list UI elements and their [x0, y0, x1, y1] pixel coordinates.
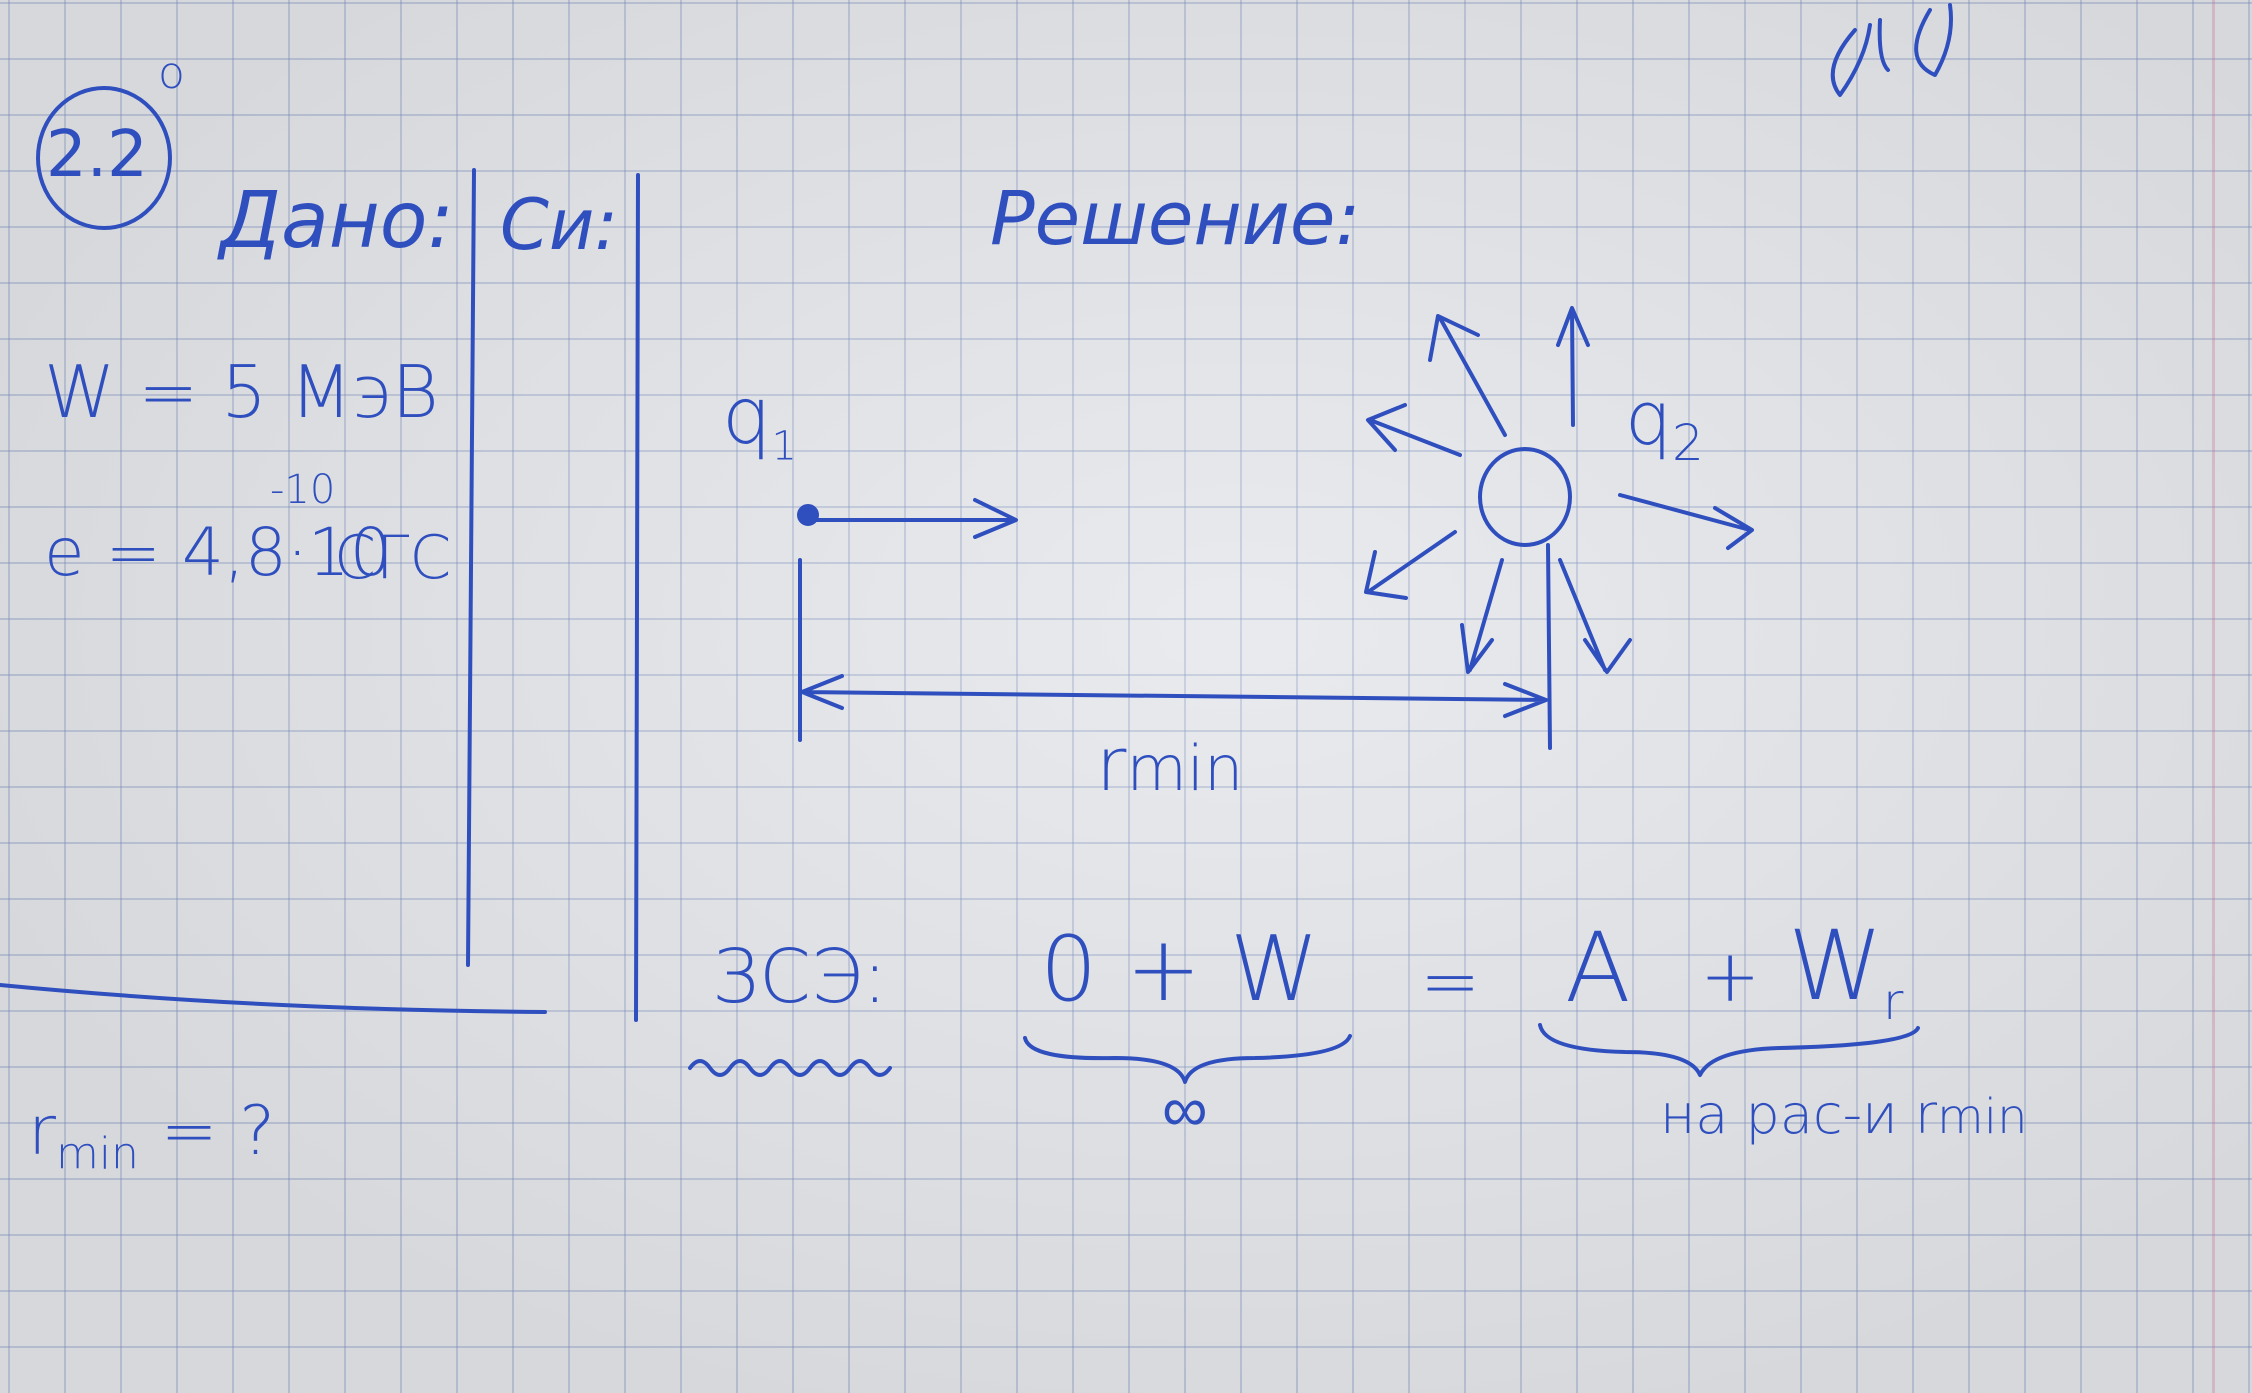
- given-find-divider: [0, 983, 547, 1014]
- under-right-sub: min: [1937, 1089, 2028, 1145]
- q2-field-line-downright: [1558, 558, 1632, 674]
- given-si-divider: [466, 168, 476, 967]
- q1-arrow: [808, 498, 1018, 539]
- given-header: Дано:: [220, 176, 454, 266]
- margin-line: [2212, 0, 2215, 1393]
- solution-header: Решение:: [990, 176, 1361, 262]
- equation-w-sub: r: [1882, 973, 1904, 1032]
- q1-letter: q: [722, 372, 772, 462]
- q2-letter: q: [1625, 376, 1672, 462]
- q2-sub: 2: [1671, 413, 1704, 472]
- given-charge: e = 4,8·10: [44, 514, 392, 591]
- equation-equals: =: [1420, 939, 1481, 1023]
- find-sub: min: [55, 1128, 139, 1180]
- q2-field-line-down: [1460, 558, 1504, 674]
- find-question: = ?: [138, 1092, 276, 1171]
- q2-field-line-downleft: [1364, 530, 1457, 600]
- given-charge-exponent: -10: [270, 467, 336, 513]
- find-rmin: rmin = ?: [28, 1098, 275, 1177]
- problem-number: 2.2: [46, 118, 148, 192]
- q2-label: q2: [1625, 382, 1704, 468]
- distance-label: rmin: [1096, 728, 1243, 802]
- equation-left: 0 + W: [1040, 917, 1319, 1022]
- q1-sub: 1: [771, 423, 797, 470]
- q2-field-line-up: [1556, 306, 1590, 427]
- corner-scribble: [1830, 3, 1953, 97]
- under-left-label: ∞: [1162, 1073, 1208, 1147]
- equation-law: ЗСЭ:: [712, 934, 888, 1020]
- si-header: Си:: [500, 184, 618, 266]
- q2-field-line-left: [1366, 403, 1462, 457]
- equation-right-w: Wr: [1788, 918, 1903, 1027]
- equation-right-a: A: [1565, 912, 1631, 1024]
- problem-mark: o: [158, 48, 185, 99]
- q1-label: q1: [722, 378, 797, 467]
- q2-charge: [1478, 447, 1572, 547]
- distance-sub: min: [1126, 732, 1244, 805]
- under-right-label: на рас-и rmin: [1660, 1088, 2028, 1142]
- given-energy: W = 5 МэВ: [44, 350, 439, 434]
- q2-field-line-right: [1618, 493, 1754, 550]
- si-solution-divider: [634, 173, 640, 1022]
- q2-field-line-upleft: [1428, 314, 1507, 437]
- given-charge-unit: СГС: [334, 523, 452, 593]
- equation-w: W: [1788, 910, 1883, 1022]
- under-right-text: на рас-и r: [1660, 1083, 1938, 1146]
- right-brace: [1538, 1023, 1920, 1077]
- distance-r: r: [1096, 722, 1127, 808]
- distance-tick-right: [1546, 543, 1552, 750]
- distance-arrow: [798, 674, 1548, 718]
- equation-plus: +: [1700, 934, 1761, 1018]
- law-underline: [688, 1059, 892, 1077]
- find-r: r: [28, 1092, 56, 1171]
- left-brace: [1023, 1034, 1352, 1084]
- problem-number-circle: [36, 86, 172, 230]
